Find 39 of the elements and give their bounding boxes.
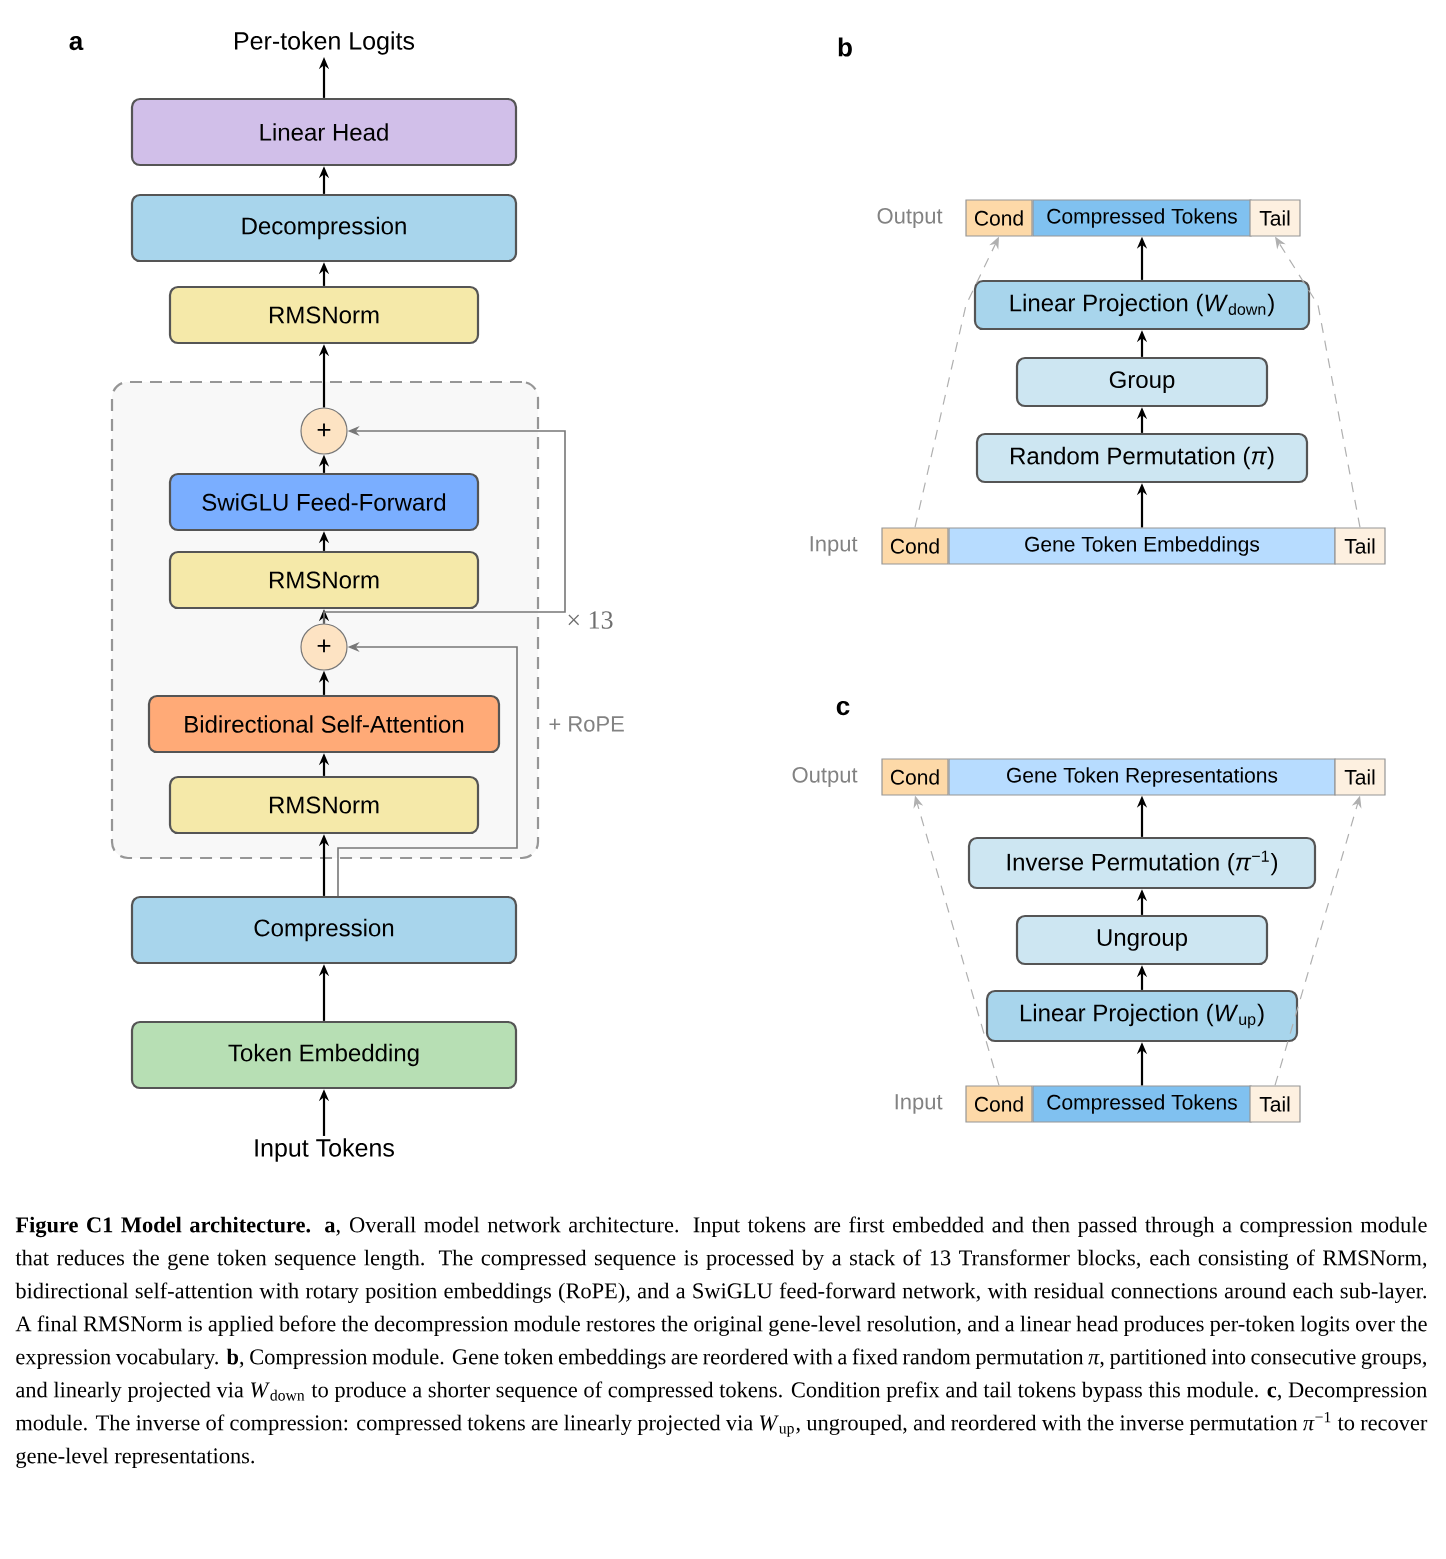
row-label: Input [810,536,858,556]
repeat-count: × 13 [568,611,613,629]
token-cell: Tail [1249,1085,1301,1123]
panel-letter: c [836,700,850,716]
token-cell: Cond [881,527,949,565]
process-box: Decompression [130,193,518,263]
caption: Figure C1 Model architecture. a, Overall model network architecture. Input tokens are first embedded and then passed through a compression module that reduces the gene token sequence length. The compressed sequence is processed by a stack of 13 Transformer blocks, each consisting of RMSNorm, bidirectional self-attention with rotary position embeddings (RoPE), and a SwiGLU feed-forward network, with residual connections around each sub-layer. A final RMSNorm is applied before the decompression module restores the original gene-level resolution, and a linear head produces per-token logits over the expression vocabulary. b, Compression module. Gene token embeddings are reordered with a fixed random permutation π, partitioned into consecutive groups, and linearly projected via W$_{down}$ to produce a shorter sequence of compressed tokens. Condition prefix and tail tokens bypass this module. c, Decompression module. The inverse of compression: compressed tokens are linearly projected via W$_{up}$, ungrouped, and reordered with the inverse permutation π$^{−1}$ to recover gene-level representations. [15,1216,1428,1468]
token-cell: Cond [881,758,949,796]
row-label: Output [792,767,858,787]
process-box: SwiGLU Feed-Forward [168,472,480,532]
token-cell: Gene Token Representations [948,758,1336,796]
process-box: RMSNorm [168,775,480,835]
process-box: Linear Projection (W$_{down}$) [973,279,1311,331]
process-box: Ungroup [1015,914,1269,966]
token-cell: Compressed Tokens [1032,199,1252,237]
process-box: RMSNorm [168,285,480,345]
row-label: Input [895,1094,943,1114]
process-box: Linear Projection (W$_{up}$) [985,989,1299,1043]
process-box: Bidirectional Self-Attention [147,694,501,754]
panel-letter: b [838,37,852,57]
process-box: RMSNorm [168,550,480,610]
text-label: Per-token Logits [235,31,415,55]
text-label: Input Tokens [255,1138,394,1162]
panel-letter: a [69,35,84,51]
process-box: Token Embedding [130,1020,518,1090]
process-box: Group [1015,356,1269,408]
row-label: Output [877,208,943,228]
token-cell: Tail [1334,758,1386,796]
token-cell: Tail [1249,199,1301,237]
token-cell: Compressed Tokens [1032,1085,1252,1123]
annotation: + RoPE [549,716,624,732]
process-box: Compression [130,895,518,965]
process-box: Linear Head [130,97,518,167]
process-box: Random Permutation (π) [975,432,1309,484]
process-box: Inverse Permutation (π$^{−1}$) [967,836,1317,890]
token-cell: Cond [965,199,1033,237]
token-cell: Tail [1334,527,1386,565]
token-cell: Cond [965,1085,1033,1123]
token-cell: Gene Token Embeddings [948,527,1336,565]
